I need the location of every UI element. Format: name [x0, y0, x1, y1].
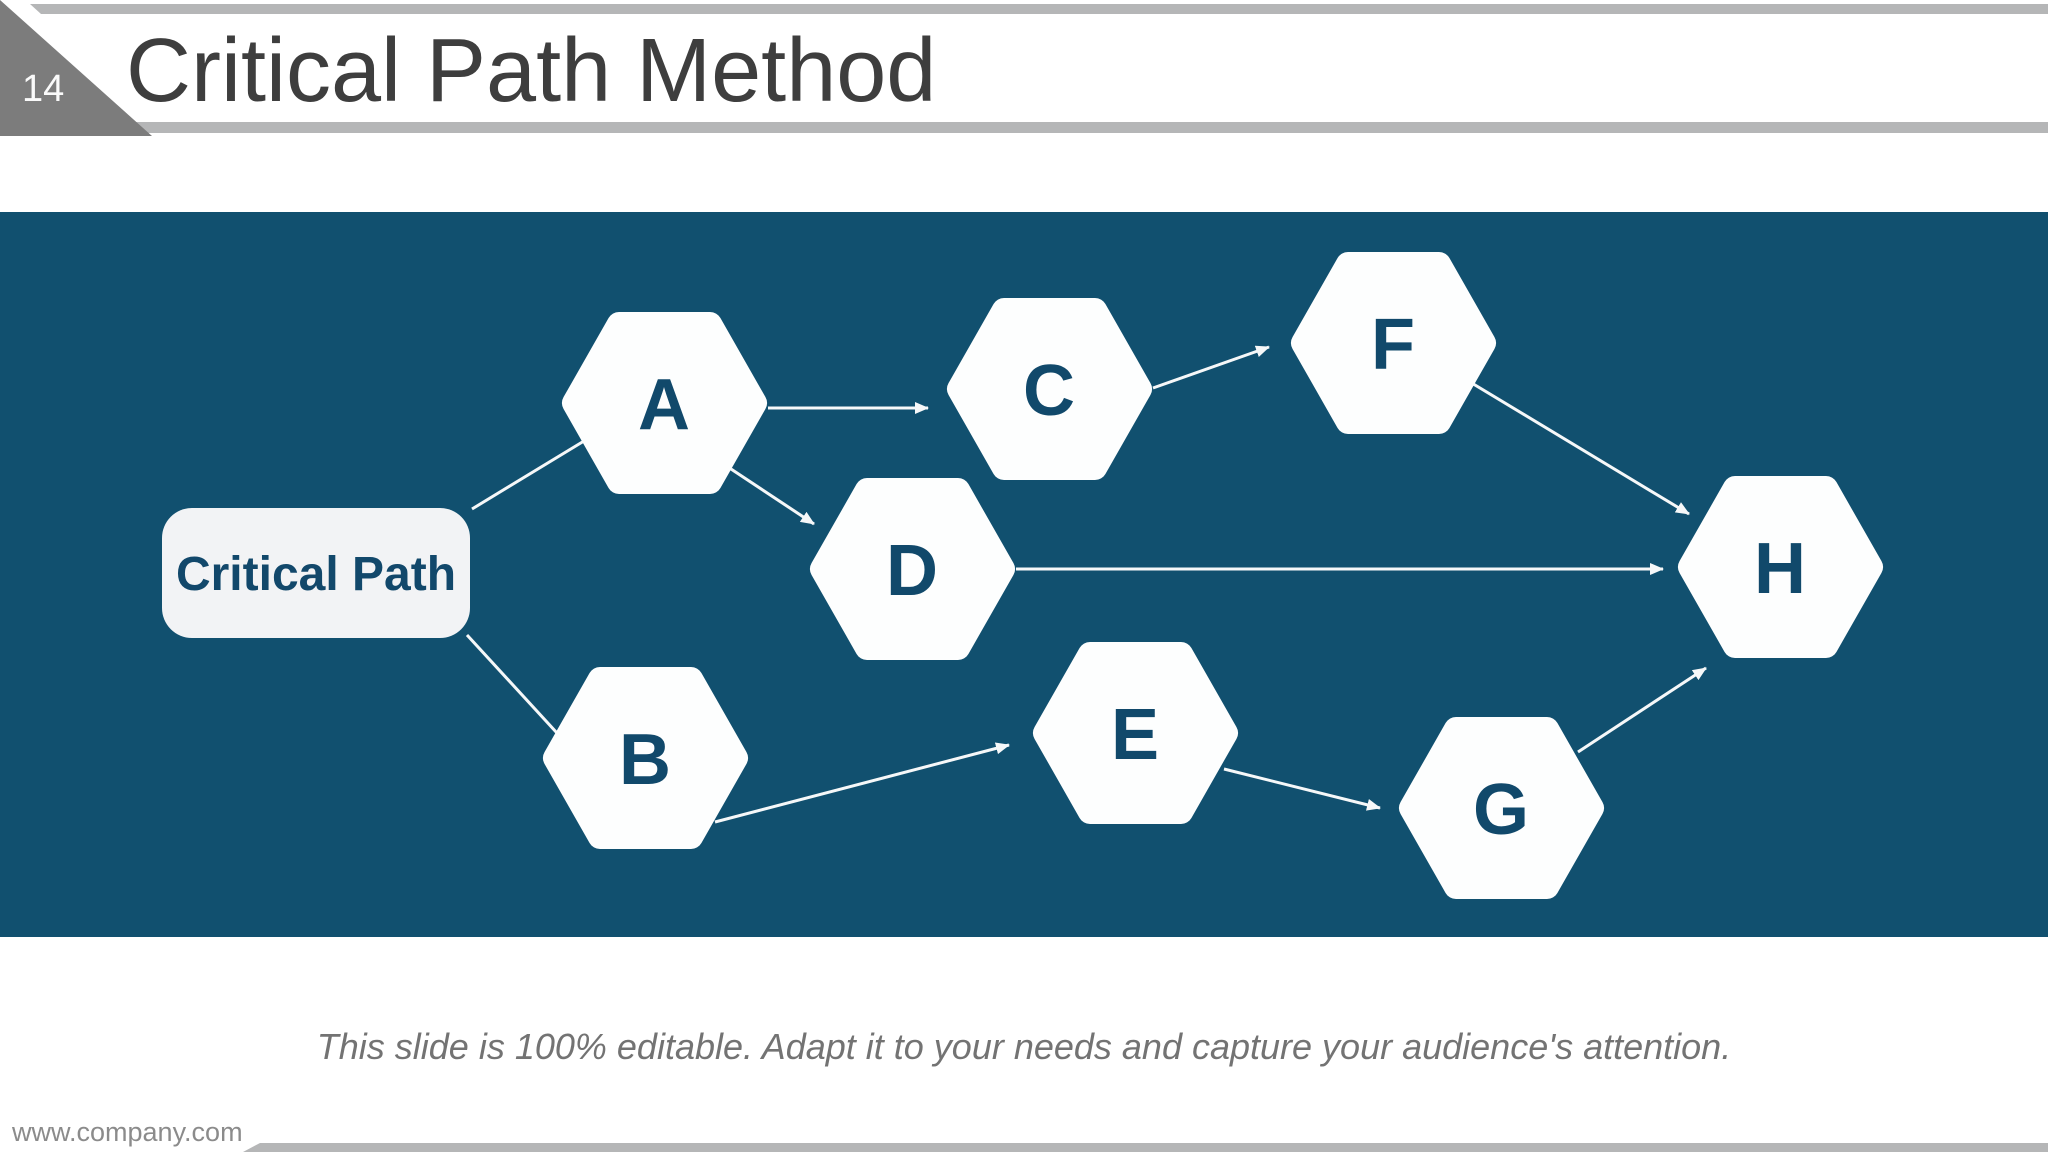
edge-start-B — [465, 633, 559, 735]
node-E: E — [1033, 642, 1238, 824]
node-D-label: D — [886, 531, 938, 611]
edge-F-H — [1469, 380, 1690, 516]
node-C: C — [947, 298, 1152, 480]
node-D: D — [810, 478, 1015, 660]
node-H-label: H — [1754, 529, 1806, 609]
node-F-shape — [1291, 252, 1496, 434]
editable-note: This slide is 100% editable. Adapt it to… — [316, 1026, 1732, 1067]
edge-E-G — [1223, 767, 1381, 811]
node-F: F — [1291, 252, 1496, 434]
diagram-panel: Critical Path A B C D E F G — [0, 212, 2048, 937]
node-G: G — [1399, 717, 1604, 899]
header-top-strip — [30, 4, 2048, 14]
node-A-label: A — [638, 365, 690, 445]
node-D-shape — [810, 478, 1015, 660]
page-number: 14 — [22, 68, 65, 110]
edge-C-F — [1152, 345, 1270, 390]
node-B-label: B — [619, 720, 671, 800]
node-C-shape — [947, 298, 1152, 480]
node-F-label: F — [1371, 305, 1415, 385]
node-B-shape — [543, 667, 748, 849]
footer-url: www.company.com — [12, 1117, 243, 1147]
start-node: Critical Path — [162, 508, 470, 638]
node-A: A — [562, 312, 767, 494]
start-node-label: Critical Path — [176, 548, 456, 601]
footer-strip — [243, 1143, 2048, 1152]
edge-G-H — [1577, 666, 1707, 754]
page-title: Critical Path Method — [126, 21, 937, 121]
node-A-shape — [562, 312, 767, 494]
node-G-label: G — [1473, 770, 1529, 850]
node-E-label: E — [1111, 695, 1159, 775]
start-node-shape — [162, 508, 470, 638]
node-H-shape — [1678, 476, 1883, 658]
critical-path-diagram: Critical Path A B C D E F G — [162, 252, 1883, 899]
header-bottom-strip — [112, 122, 2048, 133]
edge-start-A — [471, 439, 585, 511]
node-H: H — [1678, 476, 1883, 658]
edge-A-D — [730, 467, 815, 526]
node-C-label: C — [1023, 351, 1075, 431]
node-G-shape — [1399, 717, 1604, 899]
node-B: B — [543, 667, 748, 849]
node-E-shape — [1033, 642, 1238, 824]
edge-B-E — [714, 742, 1010, 824]
